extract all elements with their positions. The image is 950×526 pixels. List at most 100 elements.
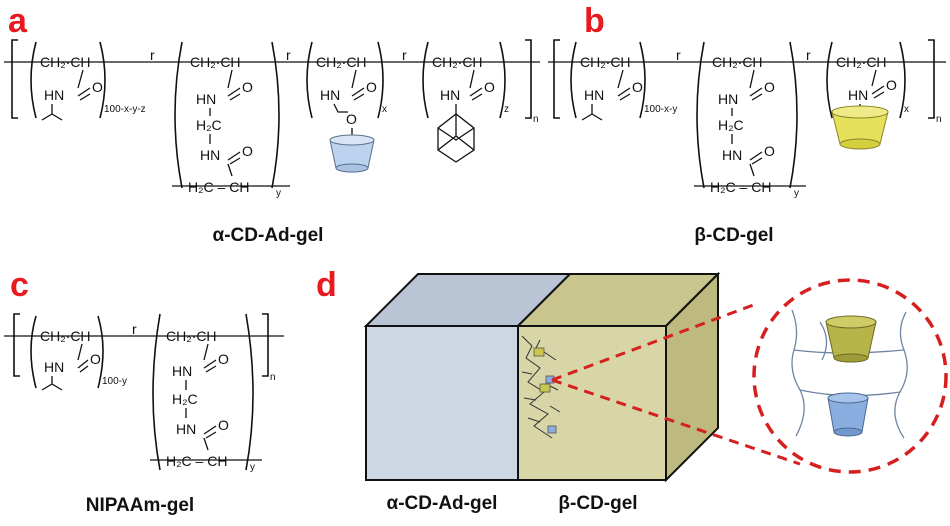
panel-b-u1-backbone-label: CH₂·CH: [580, 54, 631, 70]
panel-a-u2-hn: HN: [196, 91, 216, 107]
panel-b-u1-sub: 100-x-y: [644, 104, 677, 115]
panel-b-r1: r: [676, 47, 681, 63]
panel-a-u4-rparen: [499, 41, 506, 119]
panel-a-u2-bottom: H₂C – CH: [188, 179, 249, 195]
panel-c-u1-o: O: [90, 351, 101, 367]
panel-b-u3-carbonyl: [871, 85, 885, 99]
panel-b-r2: r: [806, 47, 811, 63]
panel-b-u3-o: O: [886, 77, 897, 93]
panel-c-u1-carbonyl: [77, 359, 89, 373]
panel-a-u4-o: O: [484, 79, 495, 95]
panel-d-letter: d: [316, 266, 337, 304]
panel-a-left-bracket: [11, 39, 18, 119]
panel-a-u2-backbone-label: CH₂·CH: [190, 54, 241, 70]
panel-a-r1: r: [150, 47, 155, 63]
panel-c-u2-y: y: [250, 462, 255, 473]
panel-a-u1-rparen: [99, 41, 106, 119]
panel-a-caption: α-CD-Ad-gel: [213, 225, 324, 246]
panel-c-letter: c: [10, 266, 29, 304]
panel-c-caption: NIPAAm-gel: [86, 495, 194, 516]
beta-cyclodextrin-icon: [831, 105, 889, 150]
panel-b-u2-h2c: H₂C: [718, 117, 744, 133]
panel-a-u3-o: O: [366, 79, 377, 95]
panel-c-n: n: [270, 372, 276, 383]
panel-c-u2-hn2: HN: [176, 421, 196, 437]
panel-a-u3-x: x: [382, 104, 387, 115]
panel-a-u1-backbone-label: CH₂·CH: [40, 54, 91, 70]
panel-b-u2-y: y: [794, 188, 799, 199]
panel-a-u1-bond: [77, 69, 84, 89]
panel-c: c n CH₂·CH HN O 100-y r CH₂·CH O HN H₂C …: [4, 266, 284, 516]
panel-a-u2-bond4: [227, 163, 233, 177]
panel-a-u2-o1: O: [242, 79, 253, 95]
panel-a-u3-backbone-label: CH₂·CH: [316, 54, 367, 70]
panel-b-u1-isopropyl: [581, 104, 603, 121]
panel-b-u1-lparen: [570, 41, 577, 119]
panel-a-u2-o2: O: [242, 143, 253, 159]
panel-a-n: n: [533, 114, 539, 125]
zoom-beta-cd-icon: [825, 315, 877, 363]
panel-b-u1-carbonyl: [617, 87, 631, 101]
panel-a-u4-bond: [469, 69, 475, 89]
panel-c-u1-isopropyl: [41, 376, 63, 391]
zoom-line-upper: [551, 302, 757, 382]
panel-a-u3-lparen: [306, 41, 313, 119]
panel-b-u3-lparen: [826, 41, 833, 119]
panel-a-u2-carbonyl1: [227, 87, 241, 101]
panel-a-u1-hn: HN: [44, 87, 64, 103]
panel-c-u1-bond: [77, 343, 83, 361]
panel-a-u3-bond: [351, 69, 357, 89]
panel-c-u2-bond4: [203, 437, 209, 451]
panel-a-u3-rparen: [377, 41, 384, 119]
panel-b: b n CH₂·CH HN O 100-x-y r CH₂·CH O HN H₂…: [548, 2, 946, 246]
panel-a-u3-linker: [333, 103, 348, 113]
panel-a-u4-lparen: [422, 41, 429, 119]
panel-b-caption: β-CD-gel: [694, 225, 773, 246]
panel-c-u1-hn: HN: [44, 359, 64, 375]
panel-a-u2-bond1: [227, 69, 233, 89]
panel-c-u2-o2: O: [218, 417, 229, 433]
panel-b-u2-o2: O: [764, 143, 775, 159]
panel-b-right-bracket: [928, 39, 935, 119]
panel-b-u2-bond1: [749, 69, 755, 89]
panel-c-u2-o1: O: [218, 351, 229, 367]
panel-b-u3-x: x: [904, 104, 909, 115]
panel-a-u3-hn: HN: [320, 87, 340, 103]
panel-a-u2-lparen: [174, 41, 183, 189]
alpha-cyclodextrin-icon: [329, 134, 375, 173]
panel-b-u3-hn: HN: [848, 87, 868, 103]
panel-b-u2-o1: O: [764, 79, 775, 95]
panel-a-u3-carbonyl: [351, 87, 365, 101]
panel-b-u2-carbonyl2: [749, 151, 763, 165]
panel-c-u2-carbonyl1: [203, 359, 217, 373]
panel-a: a n CH₂·CH HN O 100-x-y-z r CH₂·CH O HN …: [4, 2, 540, 246]
panel-a-u1-sub: 100-x-y-z: [104, 104, 146, 115]
panel-c-left-bracket: [13, 313, 20, 377]
panel-a-u1-lparen: [30, 41, 37, 119]
alpha-gel-label: α-CD-Ad-gel: [387, 493, 498, 514]
adamantane-icon: [437, 113, 475, 163]
panel-b-u2-hn2: HN: [722, 147, 742, 163]
panel-c-u2-rparen: [245, 313, 254, 471]
panel-a-u2-y: y: [276, 188, 281, 199]
panel-c-u2-carbonyl2: [203, 425, 217, 439]
panel-a-u4-carbonyl: [469, 87, 483, 101]
panel-c-u2-hn: HN: [172, 363, 192, 379]
panel-c-r1: r: [132, 321, 137, 337]
alpha-gel-front-face: [365, 325, 519, 481]
zoom-circle: [752, 278, 948, 474]
panel-b-u2-bond4: [749, 163, 755, 177]
panel-b-u2-lparen: [696, 41, 705, 189]
panel-b-u2-hn: HN: [718, 91, 738, 107]
panel-a-u4-hn: HN: [440, 87, 460, 103]
panel-c-u2-h2c: H₂C: [172, 391, 198, 407]
panel-c-u2-bottom: H₂C – CH: [166, 453, 227, 469]
panel-b-u1-hn: HN: [584, 87, 604, 103]
panel-a-r3: r: [402, 47, 407, 63]
panel-a-u2-hn2: HN: [200, 147, 220, 163]
panel-c-u2-lparen: [152, 313, 161, 471]
panel-a-r2: r: [286, 47, 291, 63]
panel-a-u4-z: z: [504, 104, 509, 115]
panel-a-u2-rparen: [271, 41, 280, 189]
